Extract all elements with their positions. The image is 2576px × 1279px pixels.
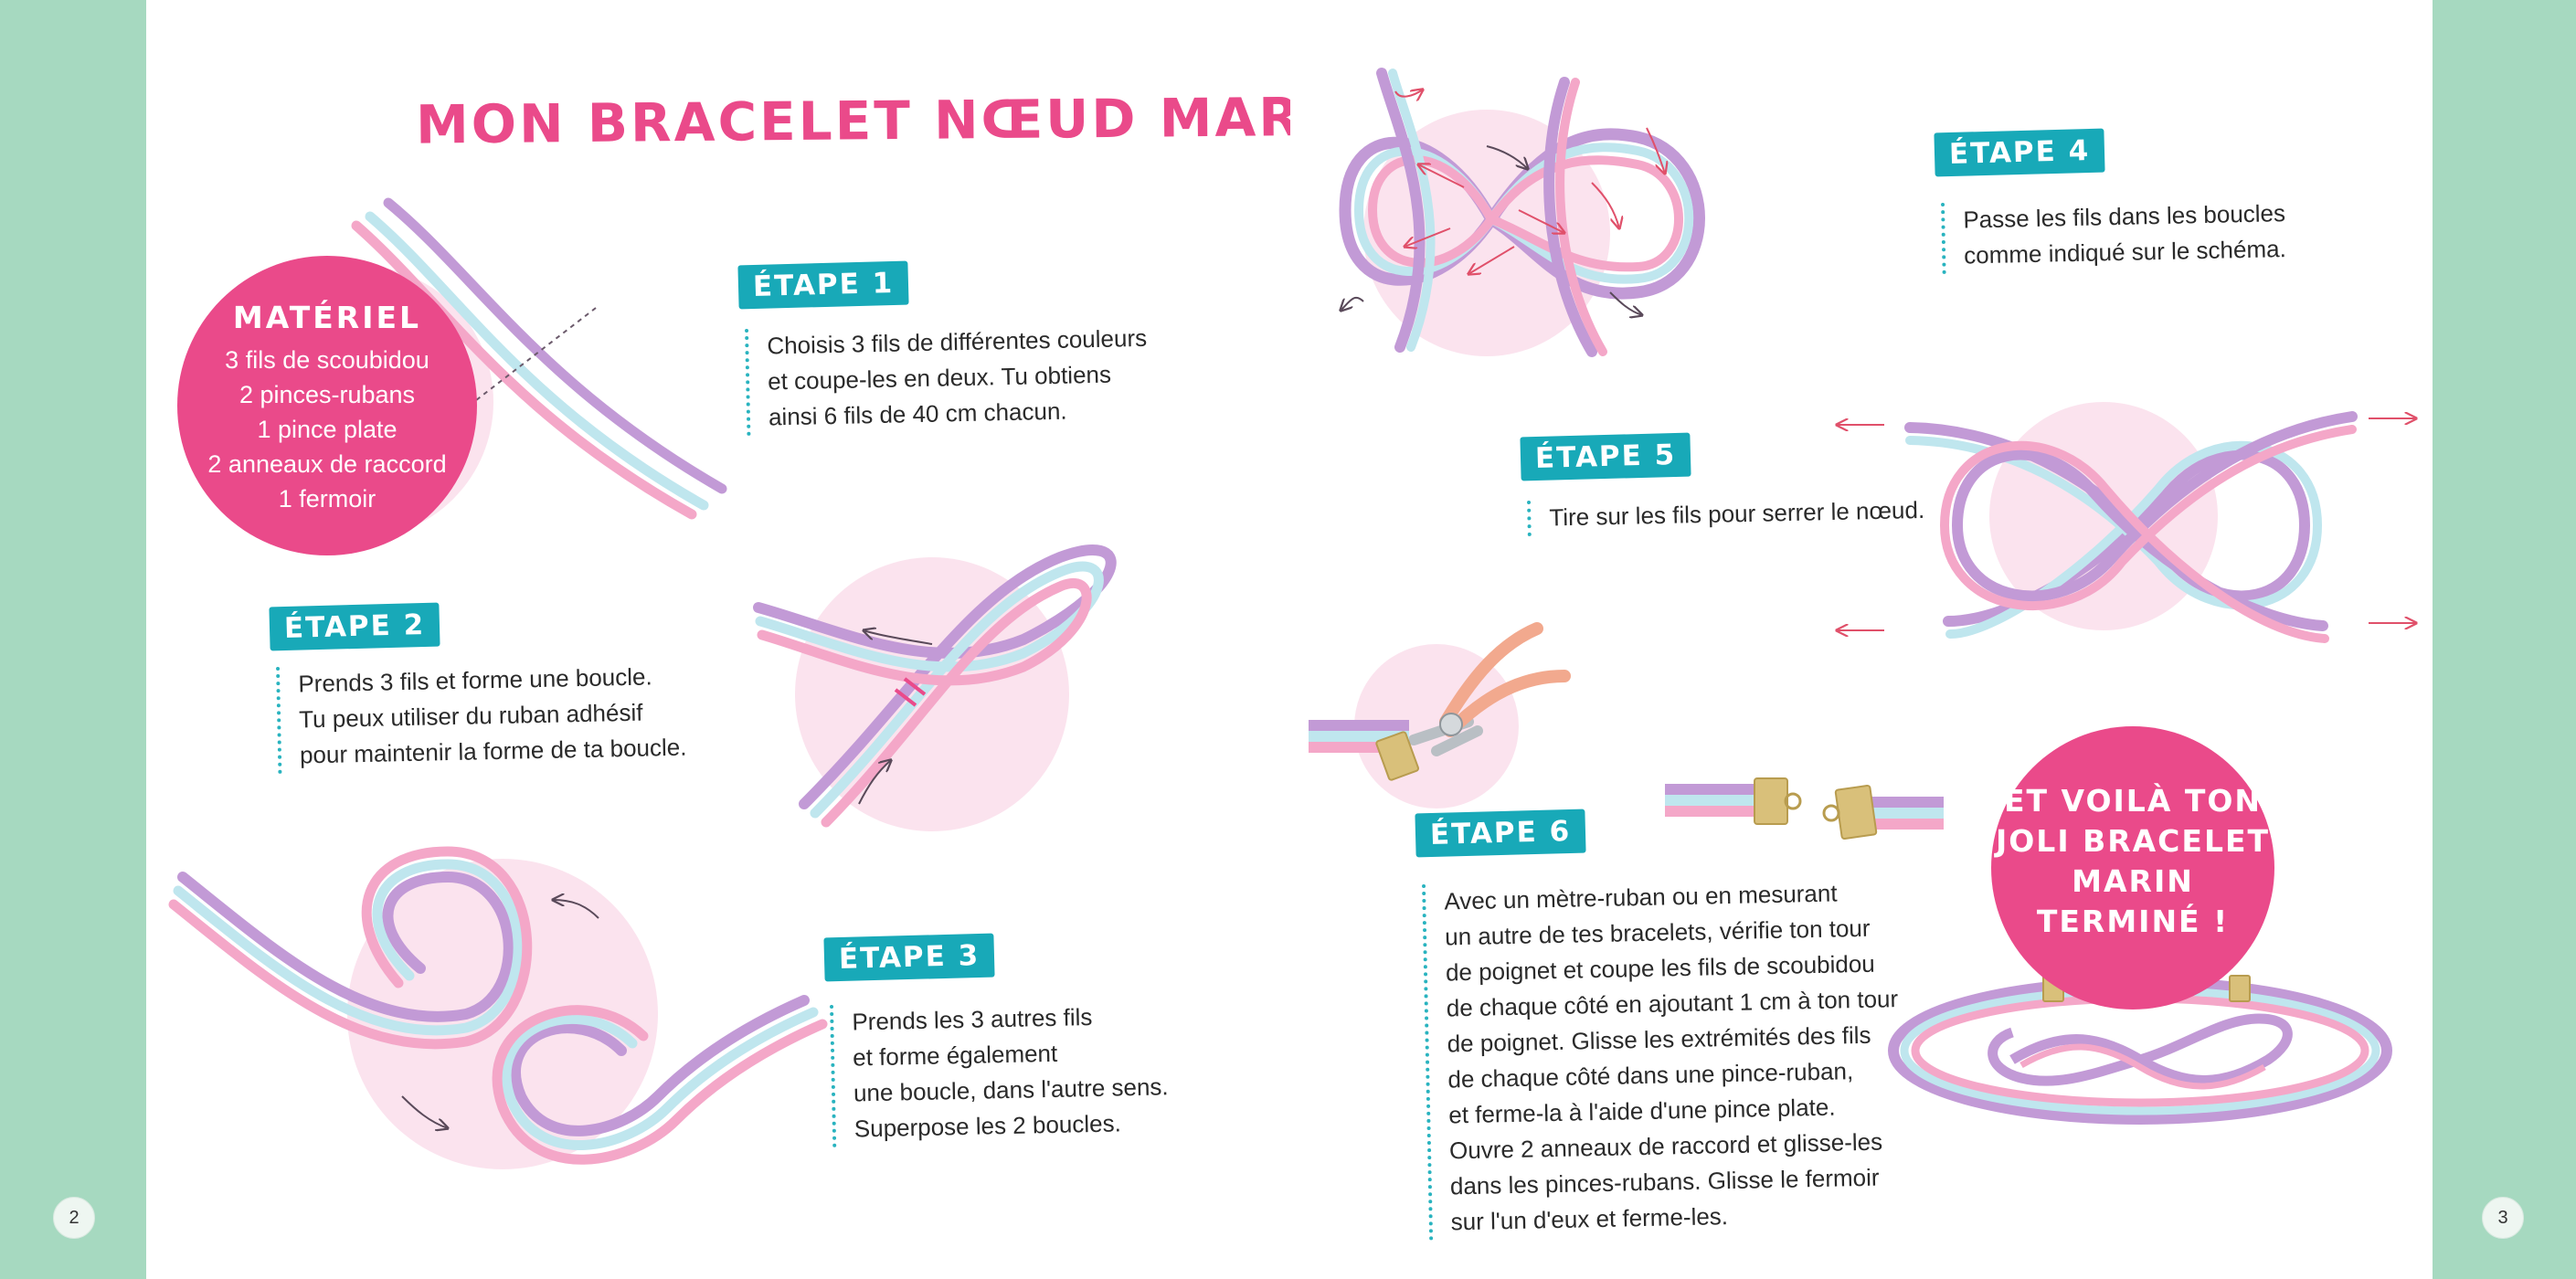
right-page: ÉTAPE 4 Passe les fils dans les boucles … [1290, 0, 2433, 1279]
page-title: MON BRACELET NŒUD MARIN [415, 85, 1290, 156]
right-page-illustrations [1309, 68, 2433, 1125]
left-page-illustrations [168, 197, 1117, 1169]
step6-illustration [1309, 622, 1944, 840]
step2-badge: ÉTAPE 2 [269, 602, 440, 651]
finished-message-line: TERMINÉ ! [2036, 904, 2230, 939]
page-number-left-margin: 2 [53, 1197, 95, 1239]
step1-badge: ÉTAPE 1 [737, 260, 909, 310]
finished-message-line: JOLI BRACELET [1995, 823, 2271, 859]
step5-illustration [1837, 402, 2416, 643]
materials-item: 1 fermoir [278, 485, 376, 513]
step3-badge: ÉTAPE 3 [823, 933, 995, 982]
materials-circle: MATÉRIEL 3 fils de scoubidou 2 pinces-ru… [177, 256, 477, 555]
materials-item: 1 pince plate [257, 416, 398, 443]
step1-text: Choisis 3 fils de différentes couleurs e… [745, 320, 1150, 436]
materials-title: MATÉRIEL [232, 300, 422, 335]
materials-item: 2 pinces-rubans [239, 381, 416, 408]
step4-line: comme indiqué sur le schéma. [1963, 235, 2287, 270]
left-page: MON BRACELET NŒUD MARIN MATÉRIEL 3 fils … [146, 0, 1290, 1279]
pliers-icon [1408, 622, 1571, 756]
finished-message-line: ET VOILÀ TON [2003, 783, 2263, 819]
step4-badge: ÉTAPE 4 [1934, 128, 2105, 177]
step3-line: Superpose les 2 boucles. [853, 1109, 1122, 1143]
step3-illustration [168, 846, 828, 1169]
materials-list: 3 fils de scoubidou 2 pinces-rubans 1 pi… [177, 343, 477, 516]
step6-badge: ÉTAPE 6 [1415, 809, 1586, 858]
step2-illustration [753, 544, 1117, 831]
finished-message-line: MARIN [2072, 863, 2194, 899]
finished-message-circle: ET VOILÀ TON JOLI BRACELET MARIN TERMINÉ… [1991, 726, 2274, 1009]
step4-illustration [1341, 68, 1705, 357]
step6-text: Avec un mètre-ruban ou en mesurant un au… [1422, 874, 1903, 1241]
page-number-right-margin: 3 [2482, 1197, 2524, 1239]
step5-badge: ÉTAPE 5 [1520, 432, 1691, 481]
step2-text: Prends 3 fils et forme une boucle. Tu pe… [276, 658, 687, 774]
materials-item: 3 fils de scoubidou [225, 346, 429, 374]
step3-text: Prends les 3 autres fils et forme égalem… [830, 998, 1170, 1147]
step4-text: Passe les fils dans les boucles comme in… [1941, 196, 2287, 274]
step3-line: une boucle, dans l'autre sens. [853, 1073, 1169, 1107]
materials-item: 2 anneaux de raccord [207, 450, 447, 478]
